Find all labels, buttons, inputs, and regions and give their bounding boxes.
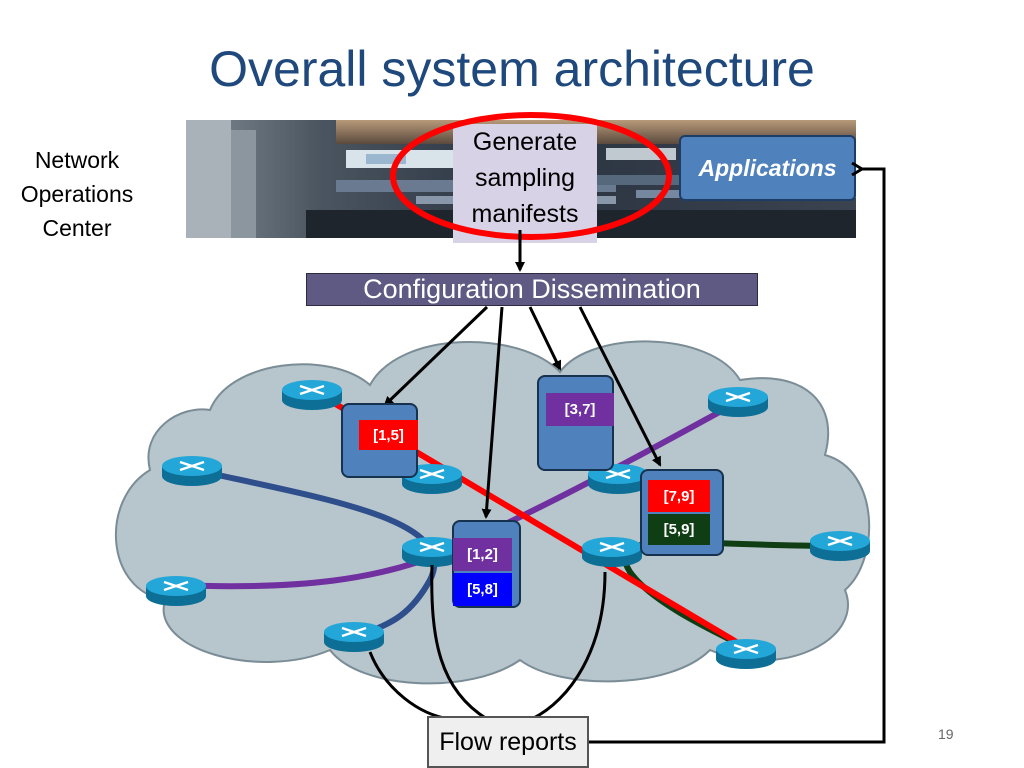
arrow-config-to-box-12 [481,306,504,519]
noc-label: Network Operations Center [2,143,152,245]
generate-manifests-box: Generate sampling manifests [453,124,597,243]
router-icon [706,385,770,419]
config-tag: [1,5] [359,420,418,450]
config-dissemination-box: Configuration Dissemination [306,273,758,306]
config-tag: [5,8] [453,573,512,606]
noc-label-line: Center [42,215,112,241]
config-tag-label: [5,8] [467,581,498,598]
router-icon [144,574,208,608]
page-number: 19 [938,726,954,742]
router-icon [322,620,386,654]
config-tag-label: [1,5] [373,426,404,444]
generate-box-line: Generate [472,128,578,156]
config-tag: [1,2] [453,538,512,571]
flow-reports-box: Flow reports [427,716,589,768]
flow-reports-label: Flow reports [439,727,577,756]
config-tag: [5,9] [648,514,710,545]
applications-label: Applications [698,154,837,181]
router-icon [160,454,224,488]
config-tag-label: [1,2] [467,546,498,563]
feedback-arrow [589,169,886,744]
arrow-config-to-box-79 [578,306,662,467]
router-icon [280,378,344,412]
config-tag: [3,7] [546,393,614,426]
generate-box-line: manifests [471,200,579,228]
router-icon [808,529,872,563]
config-tag-label: [5,9] [663,521,695,538]
config-tag: [7,9] [648,480,710,512]
applications-box: Applications [679,135,856,201]
noc-label-line: Operations [20,181,134,207]
arrow-config-to-box-15 [383,305,489,407]
noc-label-line: Network [34,147,120,173]
router-icon [580,535,644,569]
slide-title: Overall system architecture [209,41,815,97]
config-dissemination-label: Configuration Dissemination [363,274,701,304]
config-tag-label: [3,7] [564,401,596,418]
config-tag-label: [7,9] [663,487,695,505]
arrow-config-to-box-37 [528,306,562,371]
flow-report-line [430,564,488,721]
router-icon [714,637,778,671]
generate-box-line: sampling [474,164,576,192]
flow-report-line [531,571,607,721]
highlight-ellipse [390,112,672,240]
